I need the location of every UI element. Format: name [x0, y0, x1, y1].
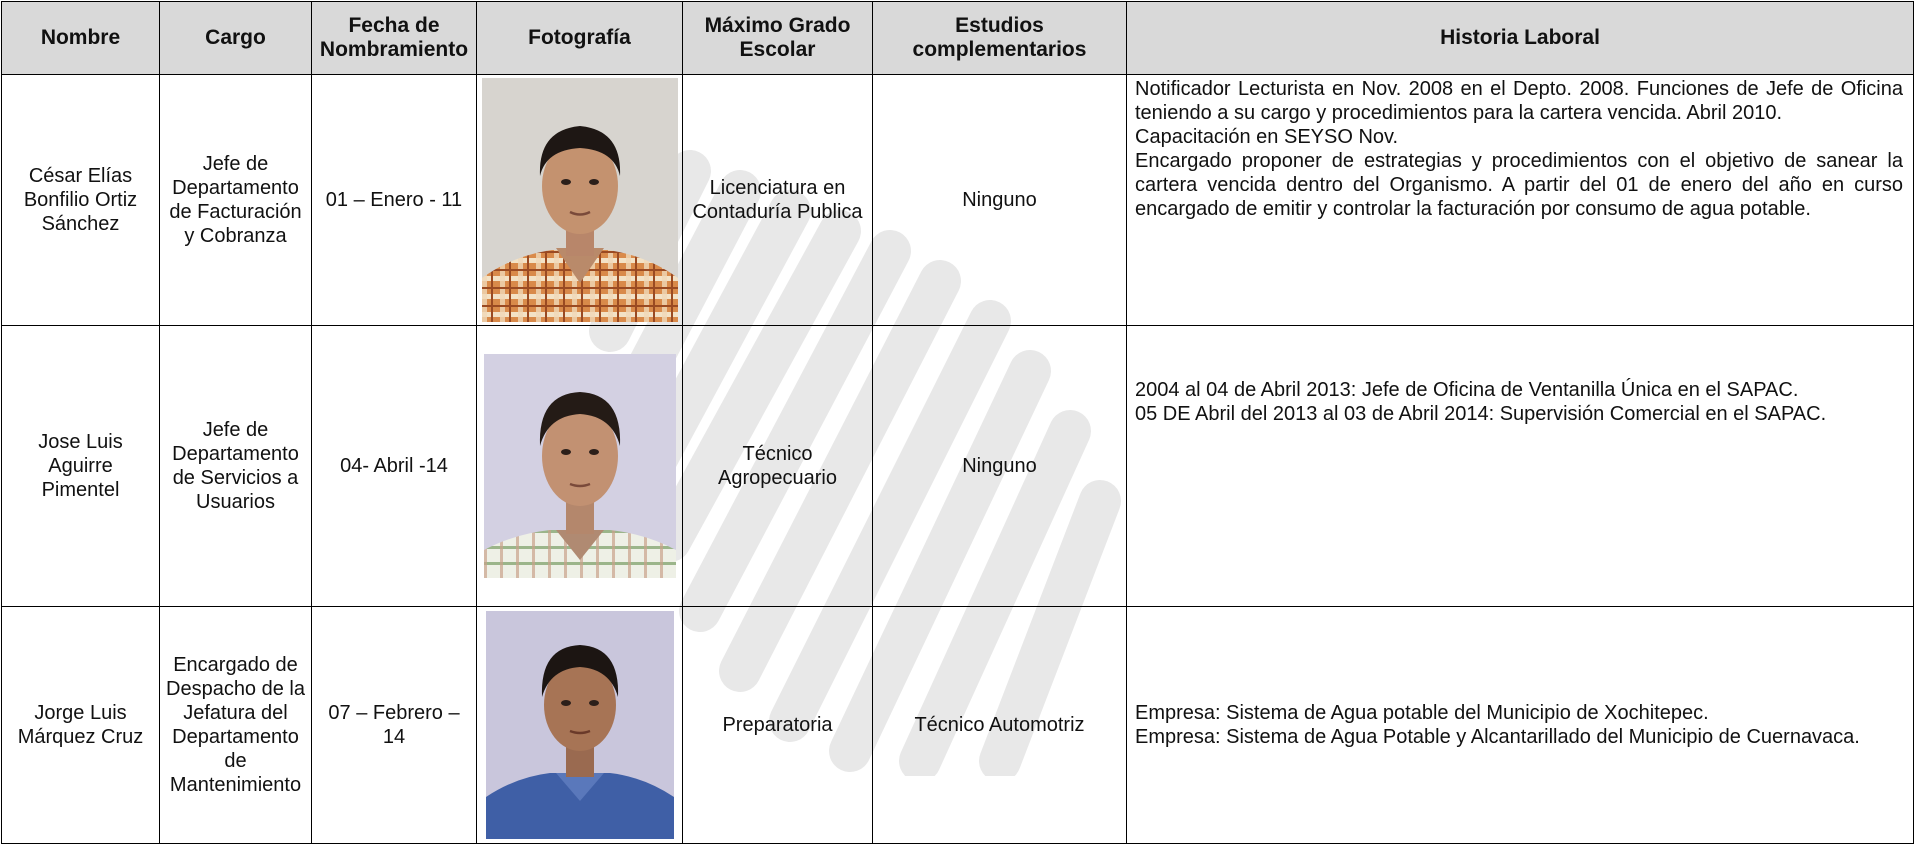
cell-fotografia: [476, 325, 683, 607]
header-grado-label: Máximo Grado Escolar: [704, 14, 851, 61]
header-nombre: Nombre: [1, 1, 160, 75]
fecha-text: 04- Abril -14: [340, 455, 448, 477]
cell-cargo: Jefe de Departamento de Servicios a Usua…: [159, 325, 312, 607]
grado-text: Técnico Agropecuario: [718, 443, 837, 489]
header-row: Nombre Cargo Fecha de Nombramiento Fotog…: [1, 1, 1914, 75]
historia-line: Empresa: Sistema de Agua Potable y Alcan…: [1135, 726, 1860, 748]
nombre-text: Jose Luis Aguirre Pimentel: [38, 431, 123, 501]
table-row: César Elías Bonfilio Ortiz Sánchez Jefe …: [1, 74, 1914, 326]
cell-fecha: 01 – Enero - 11: [311, 74, 477, 326]
cell-fotografia: [476, 74, 683, 326]
cell-fotografia: [476, 606, 683, 844]
header-fecha-label: Fecha de Nombramiento: [319, 14, 469, 61]
grado-text: Licenciatura en Contaduría Publica: [692, 177, 863, 223]
cell-fecha: 07 – Febrero – 14: [311, 606, 477, 844]
grado-text: Preparatoria: [722, 714, 833, 736]
cell-historia: Empresa: Sistema de Agua potable del Mun…: [1126, 606, 1914, 844]
table-row: Jose Luis Aguirre Pimentel Jefe de Depar…: [1, 325, 1914, 607]
cell-nombre: César Elías Bonfilio Ortiz Sánchez: [1, 74, 160, 326]
estudios-text: Ninguno: [962, 455, 1037, 477]
header-fotografia: Fotografía: [476, 1, 683, 75]
cargo-text: Jefe de Departamento de Servicios a Usua…: [172, 419, 299, 513]
header-estudios-label: Estudios complementarios: [912, 14, 1087, 61]
cell-grado: Preparatoria: [682, 606, 873, 844]
nombre-text: Jorge Luis Márquez Cruz: [17, 702, 144, 748]
cell-cargo: Encargado de Despacho de la Jefatura del…: [159, 606, 312, 844]
estudios-text: Técnico Automotriz: [914, 714, 1085, 736]
cell-nombre: Jose Luis Aguirre Pimentel: [1, 325, 160, 607]
cell-estudios: Técnico Automotriz: [872, 606, 1127, 844]
cell-estudios: Ninguno: [872, 325, 1127, 607]
cell-estudios: Ninguno: [872, 74, 1127, 326]
historia-line: Empresa: Sistema de Agua potable del Mun…: [1135, 702, 1709, 724]
cell-nombre: Jorge Luis Márquez Cruz: [1, 606, 160, 844]
cell-historia: Notificador Lecturista en Nov. 2008 en e…: [1126, 74, 1914, 326]
historia-line: Notificador Lecturista en Nov. 2008 en e…: [1135, 78, 1903, 124]
historia-line: 05 DE Abril del 2013 al 03 de Abril 2014…: [1135, 403, 1827, 425]
cell-fecha: 04- Abril -14: [311, 325, 477, 607]
cargo-text: Jefe de Departamento de Facturación y Co…: [169, 153, 302, 247]
fecha-text: 07 – Febrero – 14: [328, 702, 460, 748]
historia-line: Encargado proponer de estrategias y proc…: [1135, 150, 1903, 220]
historia-line: Capacitación en SEYSO Nov.: [1135, 126, 1399, 148]
person-photo: [483, 354, 676, 578]
header-historia: Historia Laboral: [1126, 1, 1914, 75]
header-estudios: Estudios complementarios: [872, 1, 1127, 75]
header-fecha: Fecha de Nombramiento: [311, 1, 477, 75]
cell-historia: 2004 al 04 de Abril 2013: Jefe de Oficin…: [1126, 325, 1914, 607]
fecha-text: 01 – Enero - 11: [325, 189, 463, 211]
cell-cargo: Jefe de Departamento de Facturación y Co…: [159, 74, 312, 326]
cell-grado: Técnico Agropecuario: [682, 325, 873, 607]
header-grado: Máximo Grado Escolar: [682, 1, 873, 75]
historia-line: 2004 al 04 de Abril 2013: Jefe de Oficin…: [1135, 379, 1799, 401]
header-cargo: Cargo: [159, 1, 312, 75]
cell-grado: Licenciatura en Contaduría Publica: [682, 74, 873, 326]
cargo-text: Encargado de Despacho de la Jefatura del…: [166, 654, 305, 796]
nombre-text: César Elías Bonfilio Ortiz Sánchez: [23, 165, 138, 235]
person-photo: [481, 78, 678, 322]
person-photo: [485, 611, 674, 839]
estudios-text: Ninguno: [962, 189, 1037, 211]
table-row: Jorge Luis Márquez Cruz Encargado de Des…: [1, 606, 1914, 844]
